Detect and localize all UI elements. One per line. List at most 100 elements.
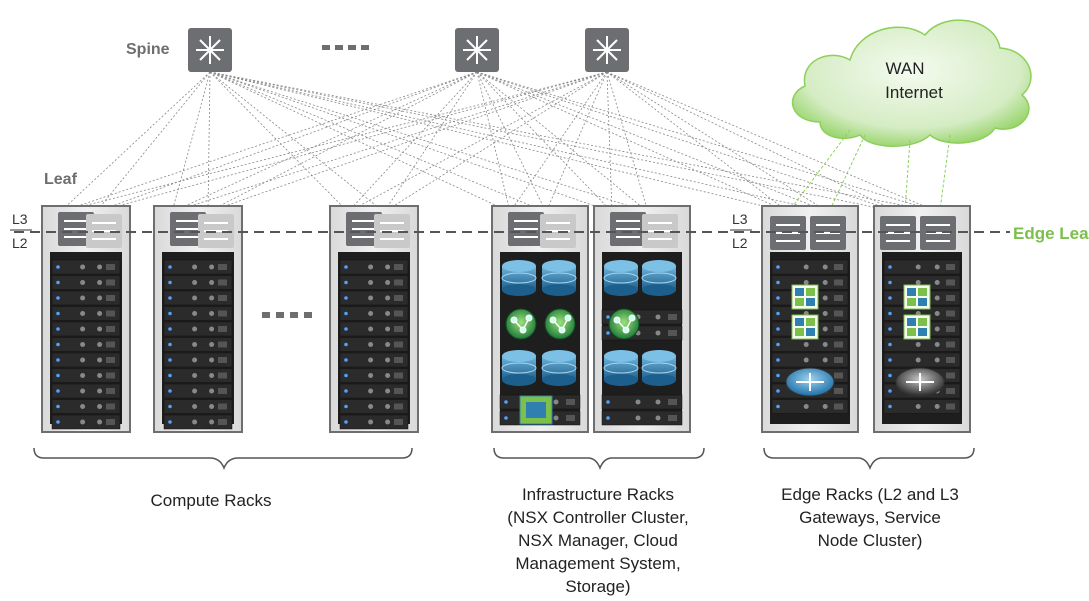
compute-rack [329, 205, 419, 433]
manager-icon [519, 395, 553, 425]
compute-rack [153, 205, 243, 433]
server-icon [771, 399, 849, 414]
server-icon [51, 352, 121, 368]
server-icon [601, 394, 683, 410]
compute-racks-label: Compute Racks [151, 491, 272, 510]
server-icon [51, 337, 121, 352]
storage-disk-icon [603, 350, 639, 386]
controller-icon [608, 308, 640, 340]
leaf-switch-icon [610, 212, 646, 246]
edge-gateway-icon [903, 314, 931, 340]
server-icon [771, 337, 849, 352]
leaf-switch-icon [508, 212, 544, 246]
compute-rack [41, 205, 131, 433]
server-icon [601, 410, 683, 426]
edge-gateway-icon [791, 284, 819, 310]
controller-icon [544, 308, 576, 340]
router-icon [895, 367, 945, 397]
server-icon [51, 275, 121, 290]
storage-disk-icon [603, 260, 639, 296]
edge-gateway-icon [903, 284, 931, 310]
server-icon [51, 306, 121, 321]
server-icon [51, 414, 121, 430]
wan-links [789, 129, 951, 211]
server-icon [51, 290, 121, 306]
server-icon [339, 290, 409, 306]
server-icon [163, 290, 233, 306]
storage-disk-icon [641, 350, 677, 386]
edge-leaf-label: Edge Leaf [1013, 224, 1089, 243]
server-icon [339, 321, 409, 337]
server-icon [163, 259, 233, 275]
wan-label-line1: WAN [885, 59, 924, 78]
server-icon [163, 306, 233, 321]
infra-label-line: NSX Manager, Cloud [518, 531, 678, 550]
compute-ellipsis [262, 312, 312, 318]
infra-label-line: Management System, [515, 554, 680, 573]
server-icon [339, 399, 409, 414]
server-icon [163, 383, 233, 399]
server-icon [163, 352, 233, 368]
server-icon [51, 368, 121, 383]
server-icon [339, 275, 409, 290]
l3-label-edge: L3 [732, 211, 748, 227]
server-icon [163, 337, 233, 352]
spine-switch-3 [585, 28, 629, 72]
server-icon [163, 399, 233, 414]
spine-switch-1 [188, 28, 232, 72]
infra-rack-1 [491, 205, 589, 433]
server-icon [883, 399, 961, 414]
server-icon [51, 321, 121, 337]
spine-label: Spine [126, 41, 170, 58]
l2-label-edge: L2 [732, 235, 748, 251]
wan-label-line2: Internet [885, 83, 943, 102]
server-icon [339, 414, 409, 430]
server-icon [883, 259, 961, 275]
infra-label-line: Infrastructure Racks [522, 485, 674, 504]
storage-disk-icon [541, 260, 577, 296]
storage-disk-icon [501, 350, 537, 386]
infra-racks-label: Infrastructure Racks (NSX Controller Clu… [507, 485, 688, 596]
wan-cloud-icon [791, 19, 1032, 147]
server-icon [771, 259, 849, 275]
server-icon [339, 306, 409, 321]
server-icon [339, 352, 409, 368]
infra-label-line: (NSX Controller Cluster, [507, 508, 688, 527]
server-icon [163, 321, 233, 337]
server-icon [883, 337, 961, 352]
edge-rack-1 [761, 205, 859, 433]
storage-disk-icon [641, 260, 677, 296]
spine-switch-2 [455, 28, 499, 72]
server-icon [51, 383, 121, 399]
server-icon [883, 352, 961, 368]
storage-disk-icon [541, 350, 577, 386]
infra-rack-2 [593, 205, 691, 433]
server-icon [163, 414, 233, 430]
braces [33, 447, 975, 471]
storage-disk-icon [501, 260, 537, 296]
server-icon [51, 259, 121, 275]
edge-rack-2 [873, 205, 971, 433]
l2-label-left: L2 [12, 235, 28, 251]
edge-label-line: Gateways, Service [799, 508, 941, 527]
edge-racks-label: Edge Racks (L2 and L3 Gateways, Service … [781, 485, 959, 550]
leaf-label: Leaf [44, 171, 78, 188]
server-icon [339, 337, 409, 352]
server-icon [163, 275, 233, 290]
edge-gateway-icon [791, 314, 819, 340]
racks [41, 205, 971, 433]
leaf-switch-icon [58, 212, 94, 246]
server-icon [163, 368, 233, 383]
server-icon [51, 399, 121, 414]
spine-ellipsis [322, 45, 369, 50]
router-icon [785, 367, 835, 397]
spine-leaf-links [59, 71, 939, 213]
leaf-switch-icon [170, 212, 206, 246]
server-icon [771, 352, 849, 368]
infra-label-line: Storage) [565, 577, 630, 596]
l3-label-left: L3 [12, 211, 28, 227]
edge-label-line: Node Cluster) [818, 531, 923, 550]
edge-label-line: Edge Racks (L2 and L3 [781, 485, 959, 504]
leaf-switch-icon [346, 212, 382, 246]
